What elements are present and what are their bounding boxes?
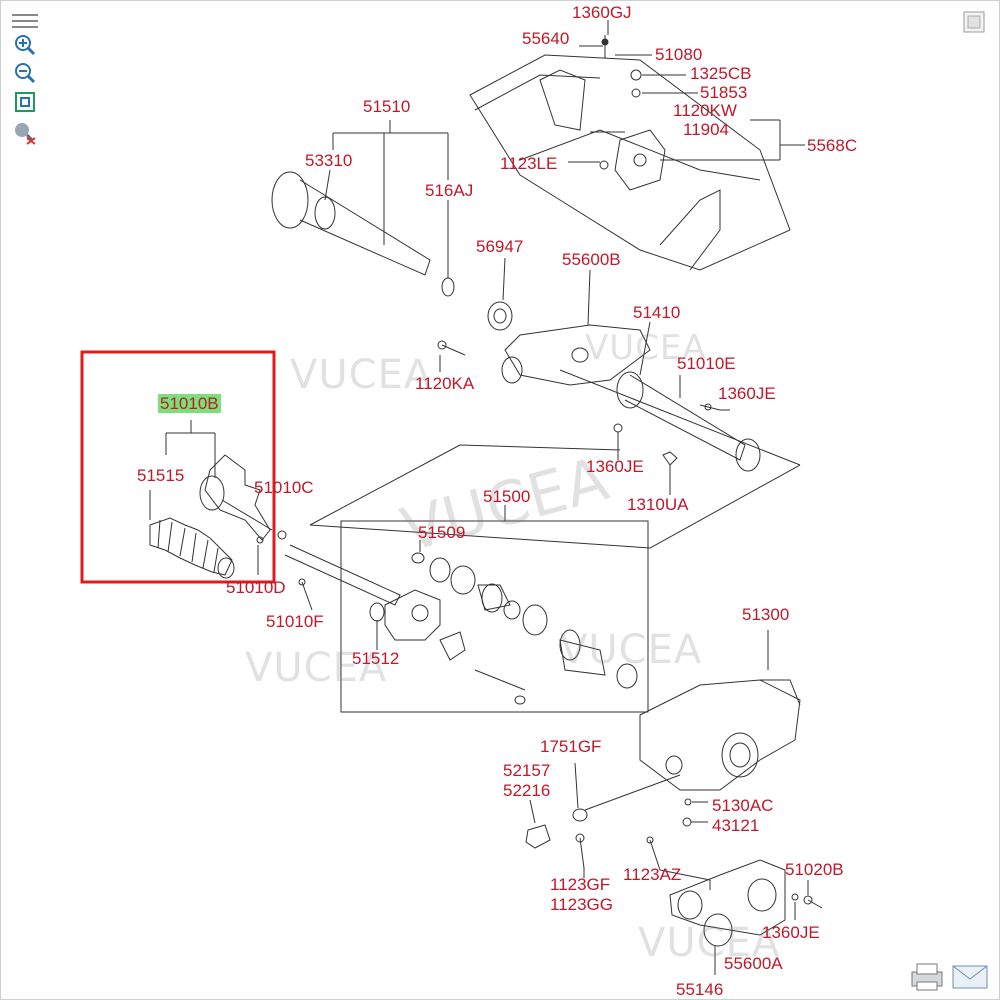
part-label[interactable]: 1123AZ [623, 865, 682, 884]
part-label[interactable]: 51853 [700, 83, 748, 102]
part-label[interactable]: 1123GF [550, 875, 611, 894]
menu-icon[interactable] [10, 8, 40, 34]
part-label[interactable]: 56947 [476, 237, 524, 256]
part-label[interactable]: 1123LE [500, 154, 558, 173]
part-label[interactable]: 43121 [712, 816, 760, 835]
part-label[interactable]: 55600A [724, 954, 783, 973]
watermark: VUCEA [290, 352, 433, 398]
part-label[interactable]: 51410 [633, 303, 681, 322]
part-label[interactable]: 5568C [807, 136, 858, 155]
part-label[interactable]: 51010C [254, 478, 314, 497]
part-label[interactable]: 52216 [503, 781, 551, 800]
part-label[interactable]: 1123GG [550, 895, 614, 914]
reset-icon[interactable] [10, 120, 40, 146]
part-label[interactable]: 51510 [363, 97, 411, 116]
highlight-box [80, 350, 276, 584]
part-label[interactable]: 51300 [742, 605, 790, 624]
part-label[interactable]: 51512 [352, 649, 400, 668]
part-label[interactable]: 51010D [226, 578, 286, 597]
watermark: VUCEA [585, 328, 707, 368]
part-label[interactable]: 1360JE [718, 384, 776, 403]
part-label[interactable]: 51020B [785, 860, 844, 879]
printer-icon[interactable] [908, 962, 946, 992]
part-label[interactable]: 1325CB [690, 64, 752, 83]
part-label[interactable]: 51010B [158, 394, 221, 413]
part-label[interactable]: 1310UA [627, 495, 689, 514]
highlighted-part-label[interactable]: 51010B [158, 394, 221, 413]
watermark: VUCEA [245, 645, 388, 691]
part-label[interactable]: 1360JE [586, 457, 644, 476]
part-label[interactable]: 51515 [137, 466, 185, 485]
part-label[interactable]: 51500 [483, 487, 531, 506]
fit-icon[interactable] [10, 89, 40, 115]
part-label[interactable]: 55640 [522, 29, 570, 48]
part-label[interactable]: 52157 [503, 761, 551, 780]
zoom-in-icon[interactable] [10, 32, 40, 58]
part-label[interactable]: 5130AC [712, 796, 774, 815]
part-label[interactable]: 11904 [683, 120, 730, 139]
zoom-out-icon[interactable] [10, 60, 40, 86]
window-icon[interactable] [962, 10, 986, 34]
part-label[interactable]: 53310 [305, 151, 353, 170]
part-label[interactable]: 516AJ [425, 181, 474, 200]
part-label[interactable]: 51010F [266, 612, 324, 631]
part-label[interactable]: 51080 [655, 45, 703, 64]
mail-icon[interactable] [952, 964, 988, 990]
part-label[interactable]: 55600B [562, 250, 621, 269]
part-label[interactable]: 1751GF [540, 737, 602, 756]
part-label[interactable]: 51010E [677, 354, 736, 373]
part-label[interactable]: 1120KA [415, 374, 475, 393]
watermark: VUCEA [638, 920, 781, 966]
part-label[interactable]: 1360JE [762, 923, 820, 942]
part-label[interactable]: 1120KW [673, 101, 737, 120]
part-label[interactable]: 51509 [418, 523, 466, 542]
part-label[interactable]: 55146 [676, 980, 724, 999]
part-label[interactable]: 1360GJ [572, 3, 632, 22]
watermark: VUCEA [560, 627, 703, 673]
